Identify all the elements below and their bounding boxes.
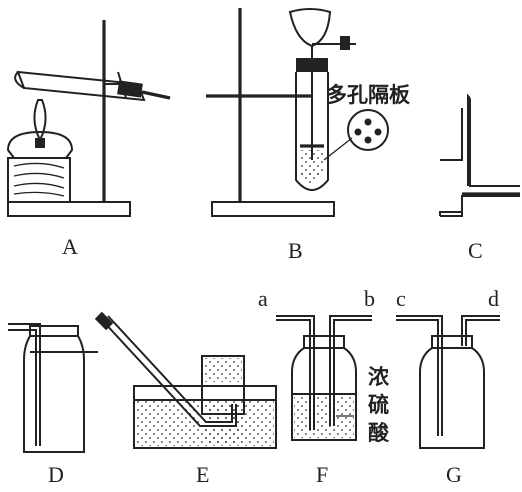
label-e: E bbox=[196, 462, 209, 487]
outlet-tube-f bbox=[329, 315, 372, 426]
delivery-tube-e bbox=[101, 319, 237, 427]
test-tube-a bbox=[14, 70, 171, 102]
apparatus-a: A bbox=[6, 20, 171, 259]
alcohol-lamp-a bbox=[6, 130, 74, 159]
acid-label-2: 硫 bbox=[368, 393, 389, 417]
porous-plate-label: 多孔隔板 bbox=[326, 83, 411, 107]
apparatus-g: c d G bbox=[396, 286, 500, 487]
bottle-f bbox=[291, 347, 357, 441]
port-b: b bbox=[364, 286, 375, 311]
funnel-b bbox=[288, 8, 356, 58]
inlet-tube-f bbox=[276, 315, 315, 346]
test-tube-b bbox=[295, 58, 329, 191]
trough-e bbox=[133, 385, 277, 449]
apparatus-e: E bbox=[94, 311, 277, 487]
label-f: F bbox=[316, 462, 328, 487]
label-g: G bbox=[446, 462, 462, 487]
stand-base-a bbox=[7, 201, 131, 217]
porous-plate-detail bbox=[347, 109, 389, 151]
apparatus-f: a b 浓 硫 酸 F bbox=[258, 286, 390, 487]
bottle-g bbox=[419, 347, 485, 449]
short-tube-g bbox=[461, 315, 500, 346]
stand-base-b bbox=[211, 201, 335, 217]
apparatus-c: C bbox=[439, 93, 520, 263]
port-c: c bbox=[396, 286, 406, 311]
acid-label-1: 浓 bbox=[368, 365, 390, 389]
label-d: D bbox=[48, 462, 64, 487]
label-a: A bbox=[62, 234, 78, 259]
bottle-d bbox=[23, 334, 85, 453]
acid-label-3: 酸 bbox=[368, 421, 390, 445]
label-c: C bbox=[468, 238, 483, 263]
wood-block-a bbox=[7, 157, 71, 203]
apparatus-d: D bbox=[8, 323, 98, 487]
flame-a bbox=[33, 99, 47, 143]
port-d: d bbox=[488, 286, 499, 311]
tube-d bbox=[8, 323, 41, 446]
label-b: B bbox=[288, 238, 303, 263]
bottle-c bbox=[469, 100, 520, 187]
apparatus-b: 多孔隔板 B bbox=[206, 8, 411, 263]
port-a: a bbox=[258, 286, 268, 311]
